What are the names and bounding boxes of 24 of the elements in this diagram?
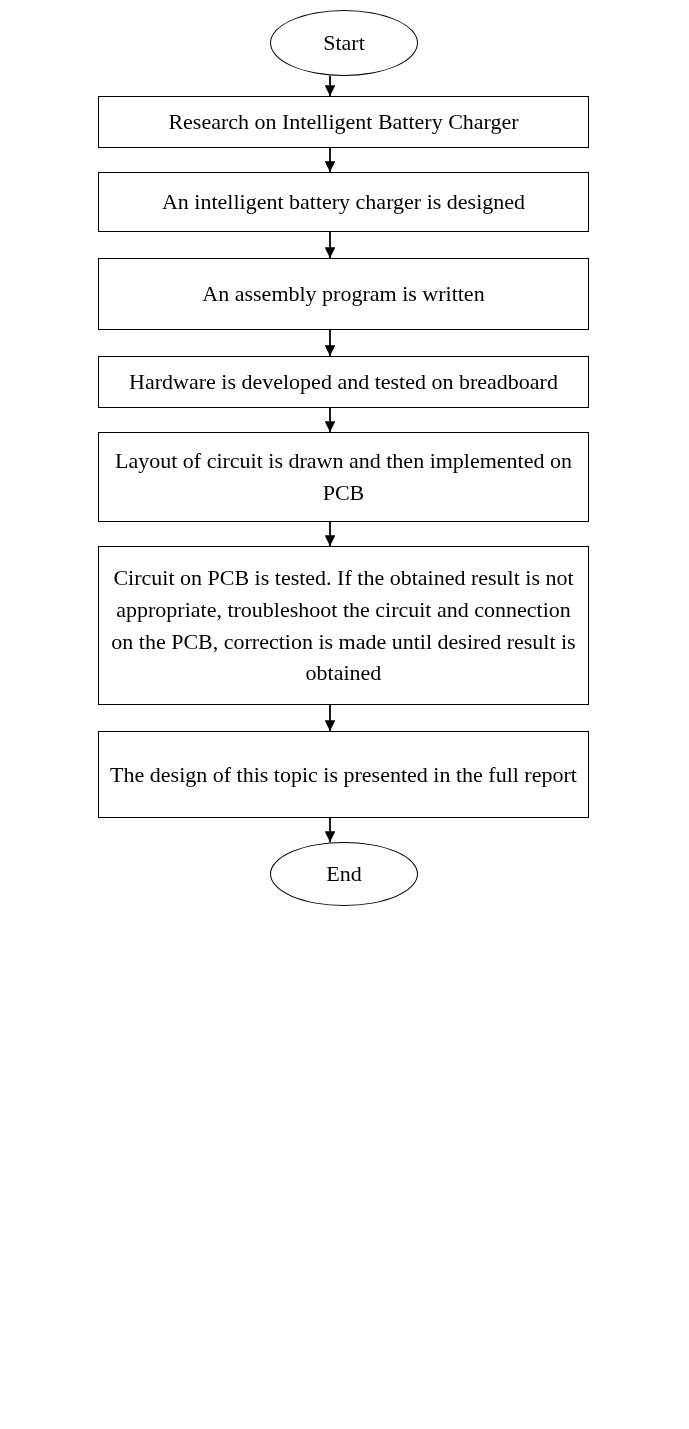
arrow: [324, 75, 336, 97]
arrow: [324, 817, 336, 843]
arrow: [324, 704, 336, 732]
process-box: [98, 432, 589, 522]
process-box: [98, 258, 589, 330]
arrow: [324, 147, 336, 173]
arrow: [324, 521, 336, 547]
node-text: An assembly program is written: [201, 280, 486, 309]
node-text: End: [325, 860, 363, 889]
node-text: An intelligent battery charger is designed: [160, 188, 527, 217]
arrow: [324, 231, 336, 259]
process-box: [98, 731, 589, 818]
process-box: [98, 172, 589, 232]
process-box: [98, 546, 589, 705]
node-text: The design of this topic is presented in the full report: [109, 760, 578, 789]
node-text: Circuit on PCB is tested. If the obtained result is not appropriate, troubleshoot the circuit and connection on the PCB, correction is made until desired result is obtained: [110, 563, 577, 688]
arrow: [324, 329, 336, 357]
node-text: Research on Intelligent Battery Charger: [167, 108, 520, 137]
arrow: [324, 407, 336, 433]
node-text: Layout of circuit is drawn and then implemented on PCB: [114, 447, 573, 507]
process-box: [98, 96, 589, 148]
node-text: Start: [322, 29, 366, 58]
process-box: [98, 356, 589, 408]
node-text: Hardware is developed and tested on breadboard: [128, 368, 559, 397]
